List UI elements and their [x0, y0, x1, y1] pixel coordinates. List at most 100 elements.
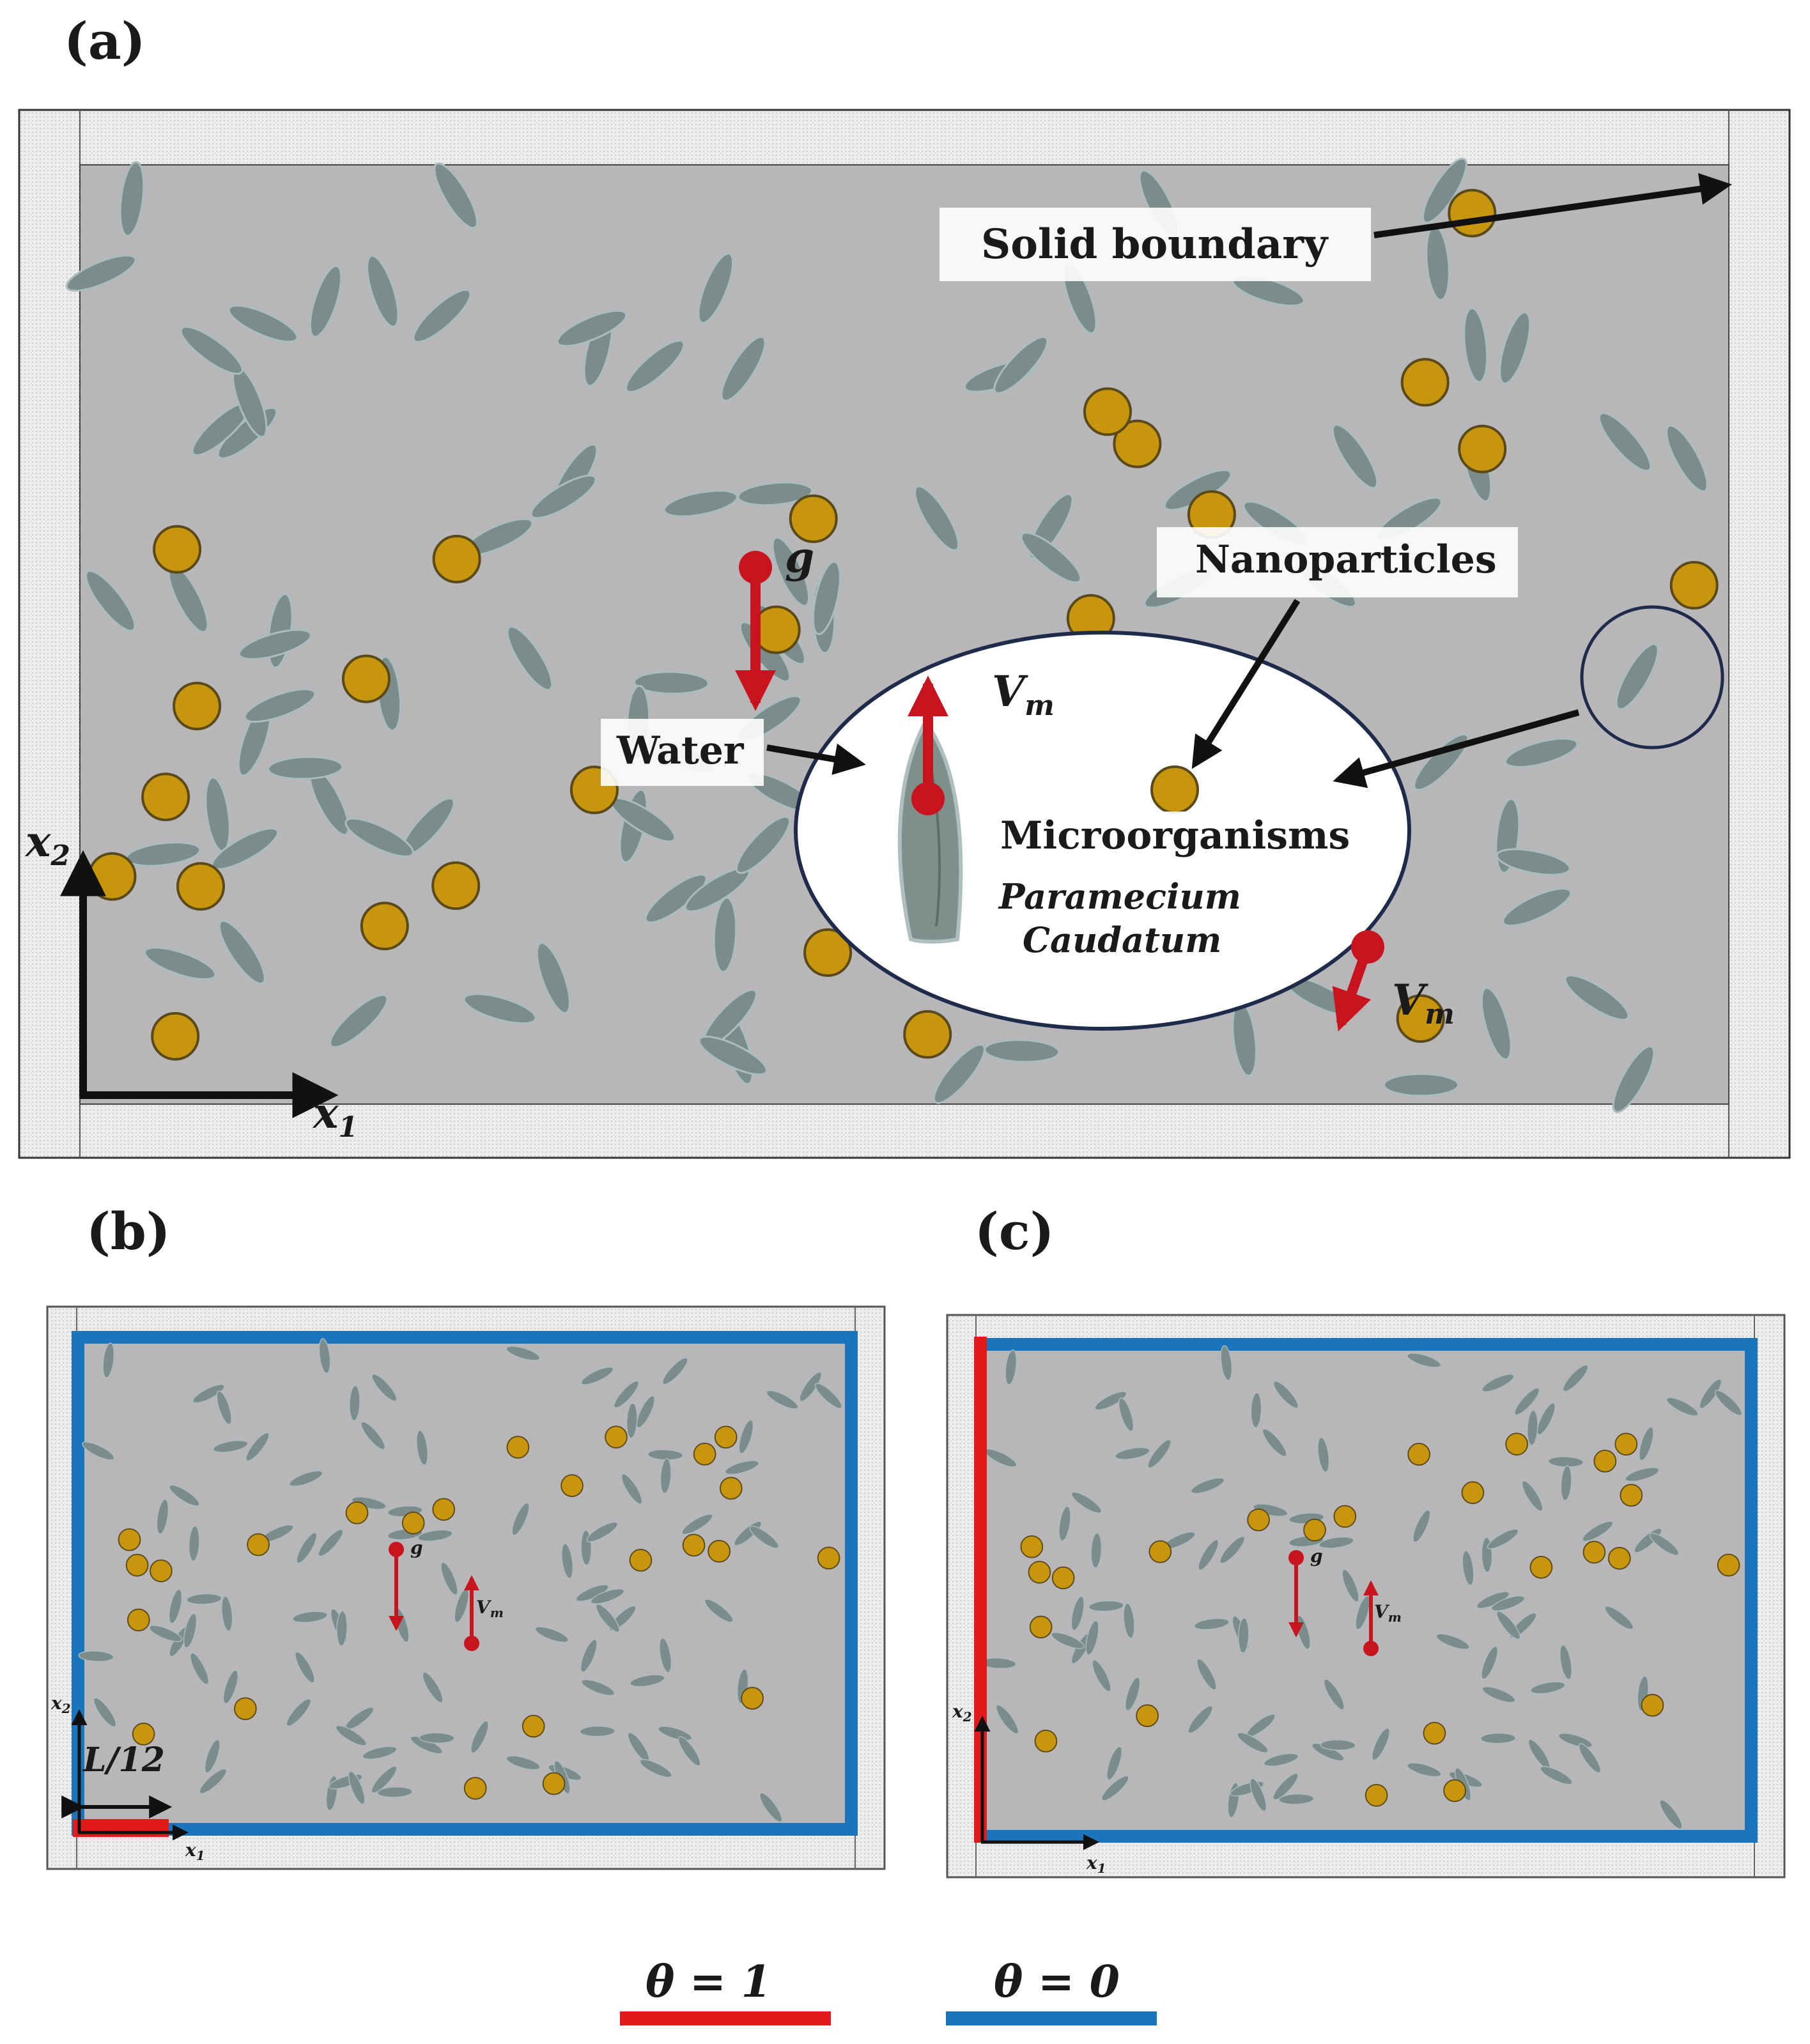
panel-b-fluid-domain [72, 1331, 858, 1836]
microorganism [1463, 307, 1489, 383]
microorganism [148, 1625, 183, 1642]
microorganism [376, 1787, 413, 1798]
label-nanoparticles: Nanoparticles [1195, 537, 1497, 582]
nanoparticle [1400, 358, 1450, 407]
microorganism [102, 1342, 115, 1378]
microorganism [228, 304, 298, 343]
microorganism [586, 1521, 618, 1542]
microorganism [183, 1613, 197, 1648]
microorganism [932, 1043, 986, 1104]
microorganism [1101, 1775, 1129, 1801]
microorganism [245, 1432, 270, 1462]
microorganism [1187, 1705, 1213, 1734]
microorganism [433, 162, 478, 229]
microorganism [506, 1755, 541, 1771]
microorganism [1088, 1600, 1124, 1612]
microorganism [580, 1639, 598, 1673]
legend-hot-label: θ = 1 [646, 1956, 771, 2008]
panel-c-fluid-domain [974, 1338, 1758, 1843]
microorganism [470, 1720, 489, 1754]
microorganism [192, 1384, 225, 1404]
microorganism [759, 1792, 783, 1822]
microorganism [1407, 1353, 1442, 1368]
microorganism [766, 1390, 799, 1410]
microorganism [1504, 737, 1579, 768]
microorganism [351, 1496, 387, 1510]
microorganism [78, 1650, 114, 1662]
nanoparticle [1529, 1556, 1553, 1579]
nanoparticle [132, 1723, 155, 1746]
microorganism [506, 1346, 541, 1361]
microorganism [119, 161, 145, 237]
microorganism [1480, 1732, 1517, 1744]
label-solid-boundary: Solid boundary [981, 220, 1329, 268]
microorganism [713, 896, 738, 973]
nanoparticle [693, 1442, 716, 1466]
nanoparticle [741, 1687, 764, 1710]
microorganism [1666, 1397, 1699, 1417]
nanoparticle [1136, 1704, 1159, 1728]
microorganism [335, 1725, 367, 1746]
microorganism [530, 474, 597, 519]
microorganism [1562, 1364, 1589, 1392]
microorganism [349, 1385, 360, 1421]
label-vm-c: Vm [1374, 1601, 1402, 1625]
arrow-microorganisms [1333, 709, 1580, 788]
microorganism [422, 1671, 444, 1703]
label-gravity-c: g [1310, 1546, 1323, 1567]
microorganism [1193, 1618, 1230, 1631]
nanoparticle [629, 1549, 653, 1572]
microorganism [1481, 1686, 1516, 1703]
microorganism [222, 1670, 238, 1704]
microorganism [1191, 1477, 1225, 1494]
label-vm-b: Vm [476, 1597, 504, 1620]
microorganism [659, 1637, 672, 1673]
microorganism [1262, 1428, 1287, 1457]
microorganism [621, 1473, 643, 1505]
microorganism [697, 252, 734, 324]
microorganism [463, 993, 537, 1024]
microorganism [417, 1529, 453, 1542]
nanoparticle [1505, 1433, 1528, 1456]
nanoparticle [1303, 1518, 1326, 1542]
microorganism [199, 1768, 228, 1794]
microorganism [366, 254, 399, 328]
microorganism [815, 1383, 842, 1409]
nanoparticle [1028, 1560, 1051, 1584]
microorganism [625, 339, 685, 393]
nanoparticle [1113, 419, 1162, 468]
microorganism [663, 489, 738, 518]
microorganism [1536, 1402, 1556, 1435]
label-gravity: g [785, 532, 814, 582]
microorganism [511, 1502, 530, 1536]
microorganism [336, 1610, 348, 1647]
nanoparticle [714, 1425, 738, 1449]
label-x2-b: x2 [50, 1693, 71, 1716]
nanoparticle [1717, 1553, 1740, 1577]
microorganism [1598, 412, 1652, 472]
microorganism [736, 815, 791, 874]
microorganism [812, 560, 841, 635]
microorganism [660, 1458, 672, 1495]
microorganism [749, 1525, 779, 1549]
microorganism [1421, 157, 1467, 224]
microorganism [416, 1430, 428, 1466]
microorganism [1198, 1539, 1219, 1571]
microorganism [590, 1588, 625, 1604]
microorganism [440, 1562, 458, 1595]
microorganism [1481, 1646, 1499, 1680]
microorganism [1220, 1345, 1233, 1381]
microorganism [581, 1679, 615, 1696]
microorganism [1118, 1397, 1134, 1432]
microorganism [630, 1674, 665, 1687]
nanoparticle [432, 535, 481, 583]
microorganism [1237, 1617, 1249, 1654]
microorganism [238, 629, 312, 661]
microorganism [1125, 1677, 1141, 1711]
microorganism [218, 919, 266, 985]
panel-a: Microorganisms Paramecium Caudatum Vm g … [18, 109, 1791, 1159]
microorganism [677, 1736, 701, 1767]
microorganism [993, 335, 1049, 394]
microorganism-field-b [78, 1338, 842, 1822]
